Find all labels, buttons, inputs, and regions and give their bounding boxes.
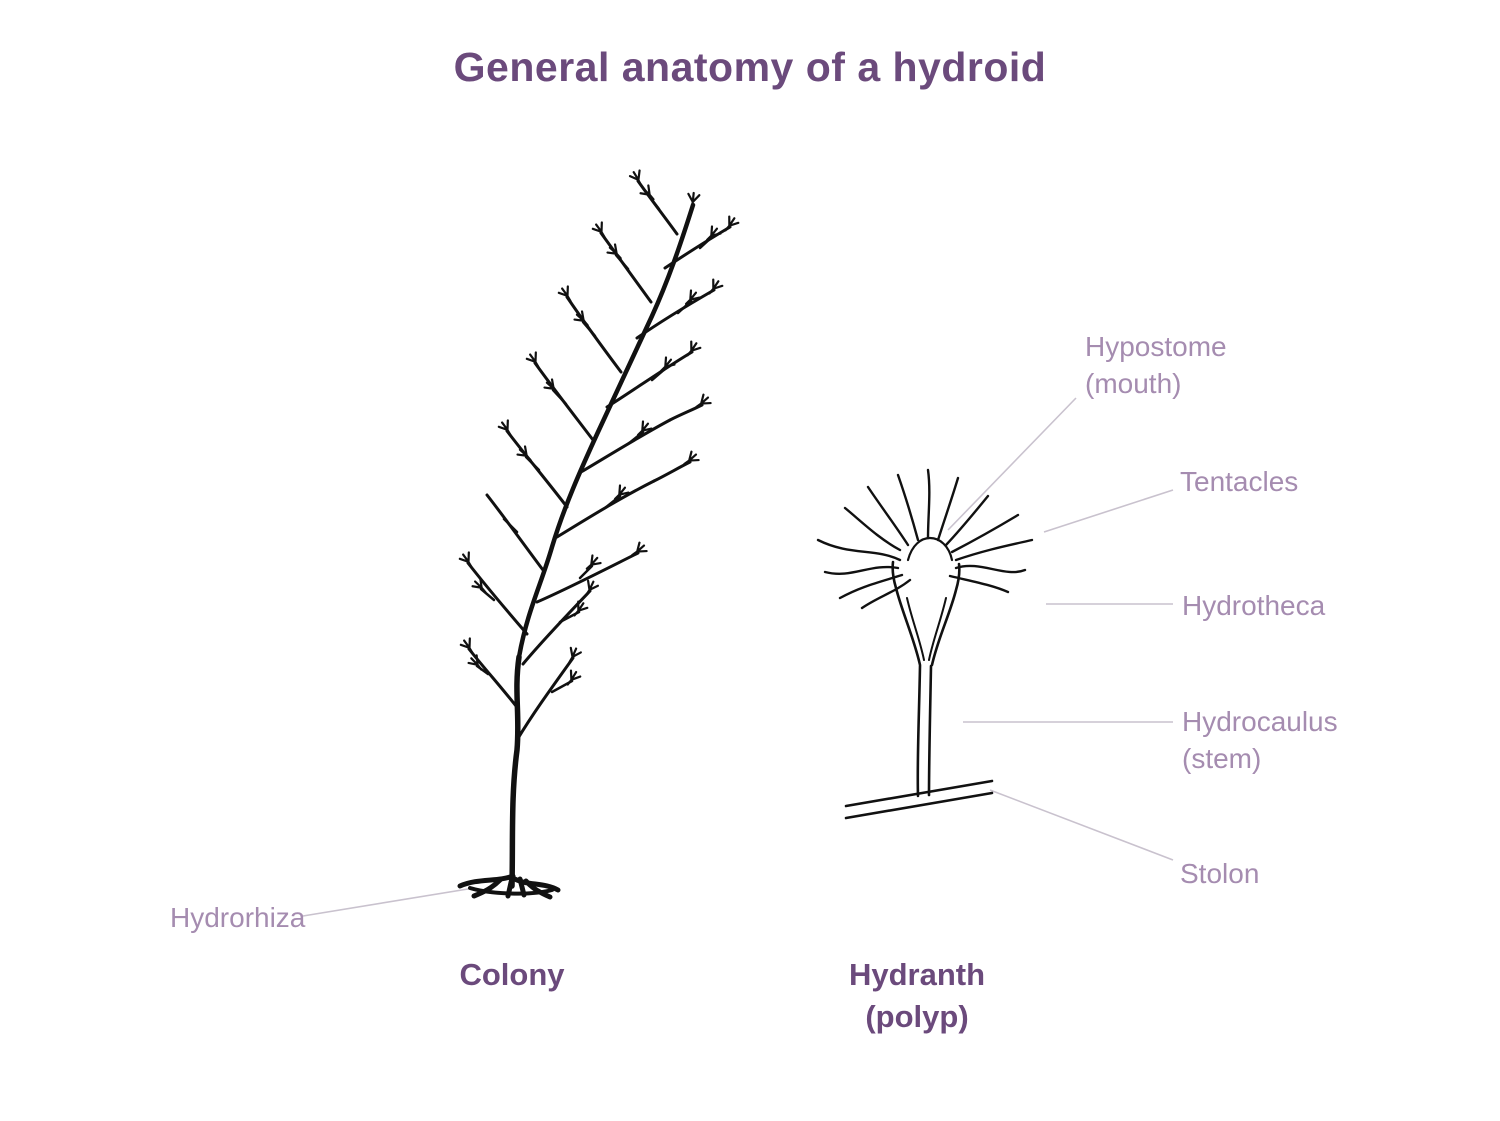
label-hypostome-line1: Hypostome	[1085, 331, 1227, 362]
caption-hydranth: Hydranth (polyp)	[797, 954, 1037, 1038]
label-hypostome-line2: (mouth)	[1085, 368, 1182, 399]
caption-colony: Colony	[412, 954, 612, 996]
hydranth-stolon	[844, 779, 994, 820]
caption-hydranth-line1: Hydranth	[848, 957, 986, 992]
label-hydrotheca: Hydrotheca	[1182, 587, 1325, 624]
label-hydrotheca-text: Hydrotheca	[1182, 590, 1326, 621]
leader-tentacles	[1043, 489, 1174, 533]
label-hydrorhiza-text: Hydrorhiza	[170, 902, 306, 933]
label-tentacles-text: Tentacles	[1180, 466, 1299, 497]
hydranth-tentacles	[816, 468, 1034, 610]
label-hydrocaulus-line1: Hydrocaulus	[1182, 706, 1338, 737]
label-hypostome: Hypostome (mouth)	[1085, 328, 1227, 402]
label-tentacles: Tentacles	[1180, 463, 1298, 500]
colony-root	[457, 873, 561, 900]
label-hydrorhiza: Hydrorhiza	[170, 899, 305, 936]
leader-stolon	[989, 789, 1174, 861]
leader-hypostome	[947, 397, 1077, 531]
hydranth-stem	[916, 664, 933, 798]
label-stolon-text: Stolon	[1180, 858, 1260, 889]
leader-hydrorhiza	[302, 888, 469, 917]
caption-colony-text: Colony	[459, 957, 565, 992]
leader-lines	[302, 397, 1174, 917]
hydranth-body	[891, 536, 961, 667]
label-stolon: Stolon	[1180, 855, 1259, 892]
colony-illustration	[457, 168, 741, 900]
caption-hydranth-line2: (polyp)	[865, 999, 969, 1034]
label-hydrocaulus-line2: (stem)	[1182, 743, 1262, 774]
colony-twigs	[475, 194, 714, 694]
page-title: General anatomy of a hydroid	[453, 44, 1047, 90]
colony-stem	[509, 202, 696, 889]
label-hydrocaulus: Hydrocaulus (stem)	[1182, 703, 1338, 777]
hydranth-illustration	[816, 468, 1034, 820]
